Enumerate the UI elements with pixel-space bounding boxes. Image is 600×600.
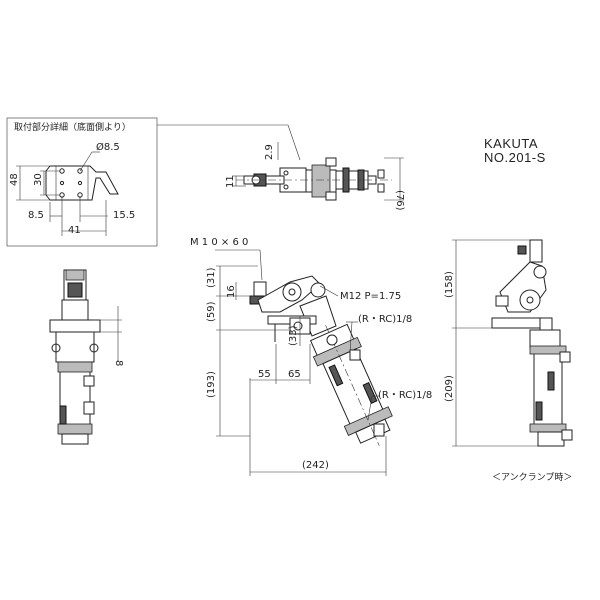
dim-65: 65 (288, 369, 301, 380)
unclamp-caption: ＜アンクランプ時＞ (492, 472, 572, 483)
port-label-lower: (R・RC)1/8 (378, 390, 432, 401)
detail-frame (6, 117, 158, 247)
dim-41: 41 (68, 225, 81, 236)
dim-193: (193) (206, 371, 217, 398)
base-plate-outline (45, 165, 119, 201)
top-dim-2-9: 2.9 (264, 144, 275, 160)
hole-2 (77, 168, 83, 174)
detail-title: 取付部分詳細（底面側より） (14, 121, 131, 133)
dim-30: 30 (33, 173, 44, 186)
dim-55: 55 (258, 369, 271, 380)
front-dim-8: 8 (113, 360, 124, 366)
thread-label: M12 P=1.75 (340, 291, 401, 302)
port-label-upper: (R・RC)1/8 (358, 314, 412, 325)
unclamp-view: (158) (209) ＜アンクランプ時＞ (444, 239, 573, 483)
side-view: M 1 0 × 6 0 (190, 237, 432, 476)
hole-dia-label: Ø8.5 (96, 141, 120, 153)
hole-1 (59, 168, 65, 174)
top-view: 2.9 11 (76) (225, 142, 405, 211)
dim-16: 16 (226, 285, 237, 298)
top-dim-11: 11 (225, 175, 236, 188)
dim-8-5: 8.5 (28, 210, 44, 221)
front-view: 8 (49, 269, 124, 445)
dim-158: (158) (444, 271, 455, 298)
dim-209: (209) (444, 375, 455, 402)
bolt-label: M 1 0 × 6 0 (190, 237, 248, 248)
dim-31: (31) (206, 267, 217, 288)
mounting-detail-box: 取付部分詳細（底面側より） Ø8.5 48 30 (6, 117, 301, 247)
dim-48: 48 (9, 173, 20, 186)
model-label: NO.201-S (484, 150, 546, 165)
dim-15-5: 15.5 (113, 210, 135, 221)
top-dim-76: (76) (394, 190, 405, 211)
maker-label: KAKUTA (484, 136, 538, 151)
detail-leader (157, 124, 301, 161)
dim-242: (242) (302, 460, 329, 471)
dim-59: (59) (206, 301, 217, 322)
dim-33: (33) (288, 325, 299, 346)
